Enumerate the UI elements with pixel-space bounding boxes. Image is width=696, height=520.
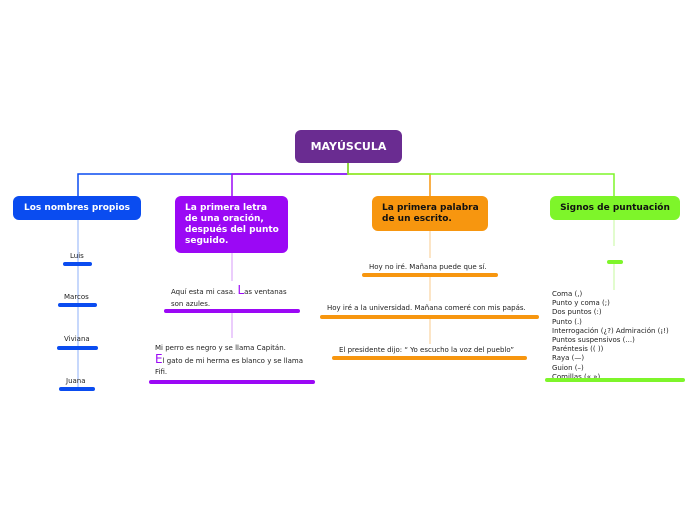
list-item: Raya (—): [552, 354, 585, 363]
branch-primera-letra[interactable]: La primera letra de una oración, después…: [175, 196, 288, 253]
item-underline: [545, 378, 685, 382]
item-underline: [59, 387, 95, 391]
branch-label: La primera letra de una oración, después…: [185, 203, 279, 246]
list-item: Comillas (« »): [552, 372, 601, 381]
root-label: MAYÚSCULA: [310, 140, 387, 153]
list-item: Hoy iré a la universidad. Mañana comeré …: [327, 304, 526, 312]
item-underline: [57, 346, 98, 350]
branch-label: La primera palabra de un escrito.: [382, 203, 479, 224]
item-underline: [63, 262, 92, 266]
item-underline: [58, 303, 97, 307]
list-item: Dos puntos (:): [552, 308, 602, 317]
item-underline: [164, 309, 300, 313]
list-item: Viviana: [64, 335, 90, 343]
example-2-line1: Mi perro es negro y se llama Capitán.: [155, 344, 286, 352]
punctuation-list: Coma (,) Punto y coma (;) Dos puntos (:)…: [552, 290, 669, 382]
root-node[interactable]: MAYÚSCULA: [295, 130, 402, 163]
list-item: El presidente dijo: “ Yo escucho la voz …: [339, 346, 514, 354]
item-underline: [149, 380, 315, 384]
list-item: Hoy no iré. Mañana puede que sí.: [369, 263, 487, 271]
item-underline: [362, 273, 498, 277]
branch-nombres-propios[interactable]: Los nombres propios: [13, 196, 141, 220]
example-2: Mi perro es negro y se llama Capitán. El…: [155, 343, 303, 378]
list-item: Puntos suspensivos (...): [552, 336, 635, 345]
list-item: Interrogación (¿?) Admiración (¡!): [552, 326, 669, 335]
item-underline: [607, 260, 623, 264]
list-item: Luis: [70, 252, 84, 260]
branch-primera-palabra[interactable]: La primera palabra de un escrito.: [372, 196, 488, 231]
example-1: Aquí esta mi casa. Las ventanas son azul…: [171, 284, 287, 310]
list-item: Paréntesis (( )): [552, 345, 604, 354]
list-item: Juana: [66, 377, 86, 385]
example-1-line2: son azules.: [171, 300, 211, 308]
item-underline: [320, 315, 539, 319]
branch-label: Signos de puntuación: [560, 203, 670, 213]
list-item: Marcos: [64, 293, 89, 301]
capital-letter: E: [155, 352, 163, 366]
list-item: Coma (,): [552, 290, 583, 298]
example-2-line3: Fifi.: [155, 368, 168, 376]
example-1-pre: Aquí esta mi casa.: [171, 288, 236, 296]
example-2-post: l gato de mi herma es blanco y se llama: [162, 357, 304, 365]
list-item: Guion (–): [552, 363, 584, 372]
list-item: Punto y coma (;): [552, 299, 610, 308]
branch-signos-puntuacion[interactable]: Signos de puntuación: [550, 196, 680, 220]
list-item: Punto (.): [552, 317, 582, 326]
branch-label: Los nombres propios: [24, 203, 130, 213]
capital-letter: L: [237, 283, 245, 297]
example-1-post: as ventanas: [244, 288, 287, 296]
item-underline: [332, 356, 527, 360]
